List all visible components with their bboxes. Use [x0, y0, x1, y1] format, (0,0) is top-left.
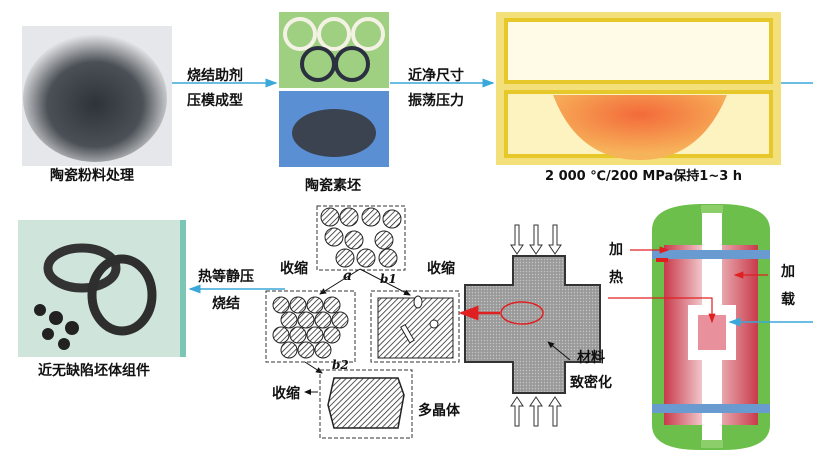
densify-line2: 致密化 — [570, 375, 612, 391]
shrink-label-b2: 收缩 — [272, 386, 300, 402]
densify-line1: 材料 — [577, 350, 605, 366]
path-a-arrow — [319, 268, 361, 295]
green-body-label: 陶瓷素坯 — [305, 178, 361, 194]
vessel-detail-arrow — [608, 297, 716, 324]
final-component-label: 近无缺陷坯体组件 — [38, 363, 150, 379]
pressure-arrows-bottom — [510, 396, 562, 427]
step2-line2: 振荡压力 — [408, 93, 464, 109]
heat-label: 加热 — [609, 242, 623, 286]
hip-condition-label: 2 000 ℃/200 MPa保持1~3 h — [545, 169, 743, 184]
hip-vessel — [652, 204, 770, 450]
path-b1-label: b1 — [380, 272, 397, 286]
microstructure-initial — [316, 205, 406, 271]
step1-line1: 烧结助剂 — [187, 68, 243, 84]
path-a-label: a — [343, 268, 353, 284]
ceramic-rings-photo — [279, 12, 389, 88]
step1-line2: 压模成型 — [187, 93, 243, 109]
pressure-arrows-top — [510, 224, 562, 255]
material-cross-section — [464, 255, 601, 394]
step3-line2: 烧结 — [212, 296, 240, 312]
final-component-photo — [18, 220, 186, 357]
shrink-label-b1: 收缩 — [427, 261, 455, 277]
path-b2-arrow — [304, 361, 323, 374]
microstructure-path-b1 — [370, 290, 460, 363]
step3-line1: 热等静压 — [198, 269, 254, 285]
powder-label: 陶瓷粉料处理 — [50, 168, 134, 184]
ceramic-powder-photo — [22, 26, 172, 166]
ceramic-balls-photo — [279, 91, 389, 167]
microstructure-polycrystal — [319, 369, 413, 439]
path-b2-label: b2 — [332, 358, 349, 372]
shrink-label-a: 收缩 — [280, 261, 308, 277]
hip-furnace-photo — [496, 12, 781, 165]
heat-marker — [656, 258, 668, 262]
load-label: 加载 — [781, 264, 795, 308]
polycrystal-label: 多晶体 — [418, 403, 460, 419]
step2-line1: 近净尺寸 — [408, 68, 464, 84]
densify-pointer — [547, 341, 571, 361]
microstructure-path-a — [265, 290, 356, 363]
